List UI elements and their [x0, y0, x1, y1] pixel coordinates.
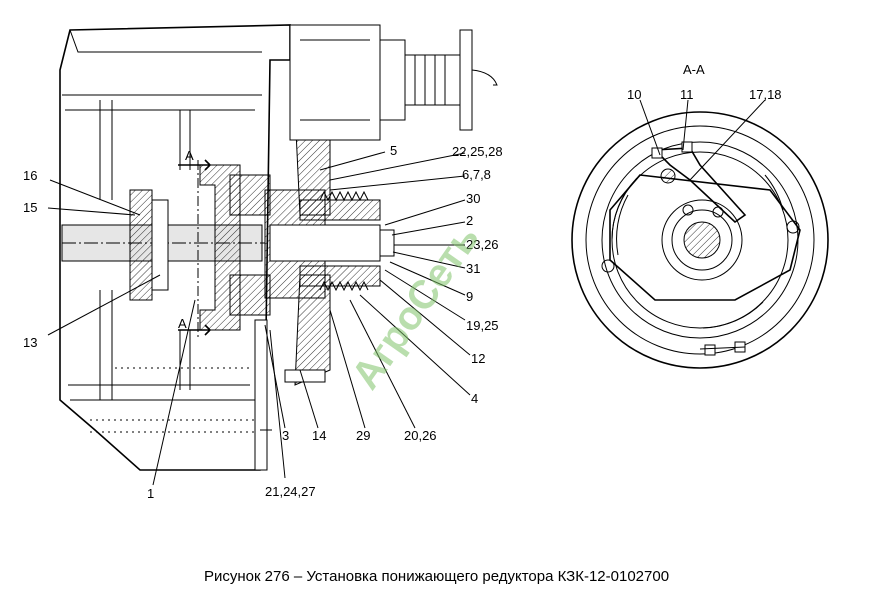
- section-view-a-a: [571, 111, 829, 369]
- callout-15: 15: [23, 200, 37, 215]
- callout-4: 4: [471, 391, 478, 406]
- leader-lines-left: [47, 151, 471, 486]
- callout-23-26: 23,26: [466, 237, 499, 252]
- callout-12: 12: [471, 351, 485, 366]
- figure-caption: Рисунок 276 – Установка понижающего реду…: [203, 568, 670, 585]
- callout-29: 29: [356, 428, 370, 443]
- section-mark-top: А: [185, 148, 194, 163]
- callouts-left: 16 15 13 1 21,24,27 3 14 29 20,26 4 12 1…: [23, 143, 503, 501]
- section-title: А-А: [683, 62, 705, 77]
- callout-11: 11: [680, 87, 694, 102]
- callout-17-18: 17,18: [749, 87, 782, 102]
- callout-31: 31: [466, 261, 480, 276]
- callouts-right: 10 11 17,18: [627, 87, 782, 102]
- callout-13: 13: [23, 335, 37, 350]
- callout-10: 10: [627, 87, 641, 102]
- callout-19-25: 19,25: [466, 318, 499, 333]
- callout-6-7-8: 6,7,8: [462, 167, 491, 182]
- callout-16: 16: [23, 168, 37, 183]
- perforation-row: [90, 367, 255, 433]
- callout-22-25-28: 22,25,28: [452, 144, 503, 159]
- callout-2: 2: [466, 213, 473, 228]
- reducer-assembly-view: А А: [59, 24, 498, 471]
- callout-21-24-27: 21,24,27: [265, 484, 316, 499]
- callout-30: 30: [466, 191, 480, 206]
- callout-3: 3: [282, 428, 289, 443]
- callout-5: 5: [390, 143, 397, 158]
- callout-14: 14: [312, 428, 326, 443]
- callout-20-26: 20,26: [404, 428, 437, 443]
- leader-lines-right: [639, 99, 766, 181]
- callout-9: 9: [466, 289, 473, 304]
- callout-1: 1: [147, 486, 154, 501]
- section-mark-bottom: А: [178, 316, 187, 331]
